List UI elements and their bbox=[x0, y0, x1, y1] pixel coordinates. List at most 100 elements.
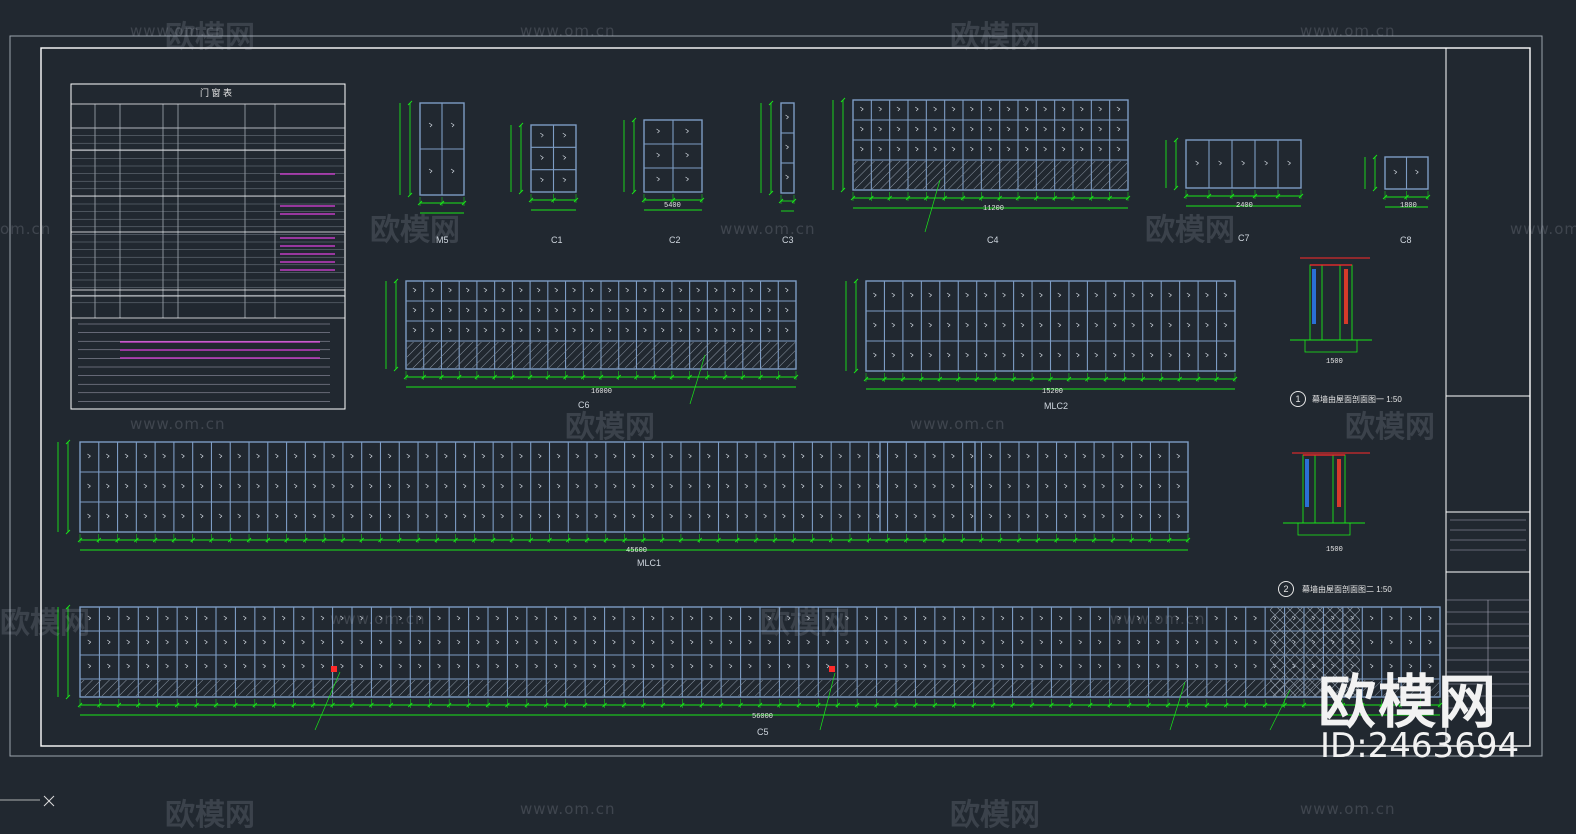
opening-mark bbox=[706, 453, 711, 459]
opening-mark bbox=[199, 513, 204, 519]
opening-mark bbox=[293, 483, 298, 489]
opening-mark bbox=[184, 615, 189, 621]
opening-mark bbox=[1223, 352, 1228, 358]
opening-mark bbox=[725, 513, 730, 519]
opening-mark bbox=[417, 615, 422, 621]
opening-mark bbox=[763, 513, 767, 519]
opening-mark bbox=[669, 453, 674, 459]
opening-mark bbox=[444, 483, 448, 489]
watermark-url: www.om.cn bbox=[520, 800, 616, 818]
opening-mark bbox=[1112, 352, 1117, 358]
opening-mark bbox=[763, 453, 767, 459]
opening-mark bbox=[656, 176, 660, 182]
opening-mark bbox=[878, 126, 882, 132]
opening-mark bbox=[387, 453, 392, 459]
opening-mark bbox=[534, 663, 539, 669]
opening-mark bbox=[612, 663, 616, 669]
opening-mark bbox=[942, 615, 947, 621]
opening-mark bbox=[951, 513, 955, 519]
opening-mark bbox=[983, 292, 988, 298]
opening-mark bbox=[981, 615, 985, 621]
opening-mark bbox=[1253, 639, 1257, 645]
opening-mark bbox=[1043, 126, 1047, 132]
opening-mark bbox=[554, 287, 559, 293]
opening-mark bbox=[670, 663, 675, 669]
opening-mark bbox=[1194, 639, 1199, 645]
opening-mark bbox=[1097, 615, 1102, 621]
watermark-brand: 欧模网 bbox=[950, 798, 1040, 833]
opening-mark bbox=[293, 453, 298, 459]
opening-mark bbox=[1039, 615, 1044, 621]
opening-mark bbox=[903, 663, 908, 669]
dimension-tick bbox=[65, 439, 71, 445]
dimension-tick bbox=[840, 187, 846, 193]
opening-mark bbox=[204, 615, 208, 621]
opening-mark bbox=[1006, 106, 1011, 112]
opening-mark bbox=[933, 146, 937, 152]
opening-mark bbox=[1264, 160, 1268, 166]
opening-mark bbox=[281, 663, 286, 669]
dimension-tick bbox=[393, 278, 399, 284]
opening-mark bbox=[1408, 663, 1413, 669]
opening-mark bbox=[87, 453, 91, 459]
opening-mark bbox=[556, 453, 561, 459]
opening-mark bbox=[124, 483, 129, 489]
opening-mark bbox=[1175, 639, 1180, 645]
opening-mark bbox=[915, 106, 919, 112]
opening-mark bbox=[1020, 322, 1025, 328]
opening-mark bbox=[1205, 322, 1209, 328]
watermark-url: www.om.cn bbox=[130, 22, 226, 40]
opening-mark bbox=[1131, 352, 1136, 358]
window-c4 bbox=[852, 99, 1129, 191]
watermark-url: www.om.cn bbox=[1300, 800, 1396, 818]
opening-mark bbox=[165, 615, 169, 621]
dimension-tick bbox=[393, 366, 399, 372]
opening-mark bbox=[607, 307, 612, 313]
opening-mark bbox=[1039, 292, 1043, 298]
opening-mark bbox=[933, 126, 937, 132]
opening-mark bbox=[162, 513, 166, 519]
watermark-url: www.om.cn bbox=[910, 415, 1006, 433]
opening-mark bbox=[387, 513, 392, 519]
opening-mark bbox=[909, 292, 914, 298]
opening-mark bbox=[1058, 615, 1063, 621]
opening-mark bbox=[556, 513, 561, 519]
opening-mark bbox=[554, 327, 559, 333]
opening-mark bbox=[537, 513, 542, 519]
opening-mark bbox=[688, 483, 692, 489]
opening-mark bbox=[519, 287, 523, 293]
opening-mark bbox=[476, 615, 480, 621]
opening-mark bbox=[218, 453, 223, 459]
opening-mark bbox=[915, 146, 919, 152]
opening-mark bbox=[928, 322, 933, 328]
opening-mark bbox=[748, 663, 752, 669]
opening-mark bbox=[1253, 663, 1257, 669]
door-window-schedule-title: 门 窗 表 bbox=[200, 88, 233, 98]
watermark-url: www.om.cn bbox=[720, 220, 816, 238]
opening-mark bbox=[536, 287, 541, 293]
opening-mark bbox=[534, 615, 539, 621]
opening-mark bbox=[928, 352, 933, 358]
opening-mark bbox=[514, 615, 519, 621]
section-title-2: 幕墙由屋面剖面图二 1:50 bbox=[1302, 584, 1392, 595]
opening-mark bbox=[607, 327, 612, 333]
opening-mark bbox=[873, 352, 877, 358]
opening-mark bbox=[643, 307, 647, 313]
section-profile bbox=[1337, 459, 1341, 507]
opening-mark bbox=[845, 639, 849, 645]
opening-mark bbox=[896, 106, 901, 112]
opening-mark bbox=[519, 453, 523, 459]
opening-mark bbox=[456, 663, 461, 669]
opening-mark bbox=[728, 639, 733, 645]
opening-mark bbox=[1061, 146, 1066, 152]
opening-mark bbox=[1078, 615, 1083, 621]
opening-mark bbox=[237, 513, 242, 519]
opening-mark bbox=[1043, 106, 1047, 112]
opening-mark bbox=[1026, 513, 1030, 519]
opening-mark bbox=[199, 453, 204, 459]
opening-mark bbox=[87, 615, 92, 621]
opening-mark bbox=[678, 327, 683, 333]
opening-mark bbox=[1253, 615, 1257, 621]
opening-mark bbox=[744, 483, 749, 489]
